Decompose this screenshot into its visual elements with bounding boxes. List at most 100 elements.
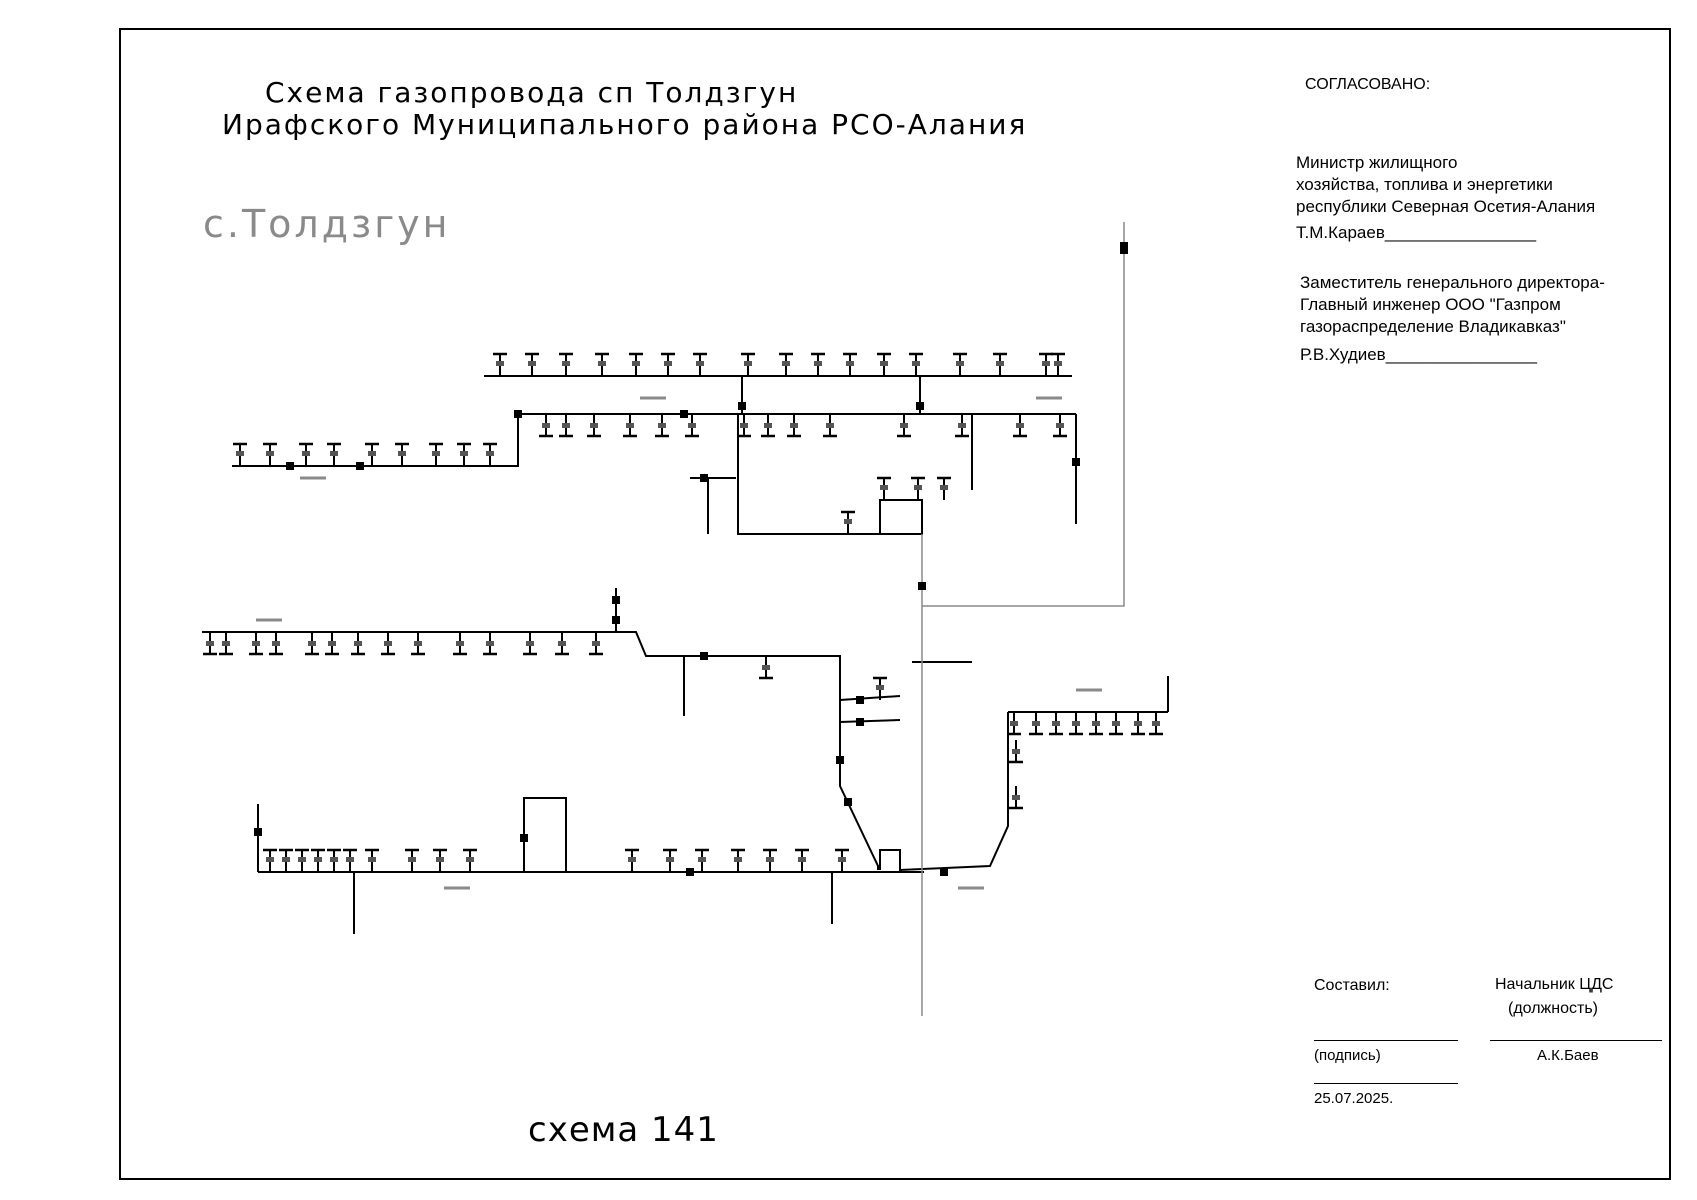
house-connection <box>787 414 801 438</box>
house-connection <box>429 442 443 466</box>
house-connection <box>731 848 745 872</box>
house-connection <box>589 632 603 656</box>
pipe-segment <box>202 631 879 870</box>
house-connection <box>763 848 777 872</box>
minister-block: Министр жилищного хозяйства, топлива и э… <box>1296 152 1595 244</box>
house-connection <box>453 632 467 656</box>
valve <box>612 596 620 604</box>
house-connection <box>655 414 669 438</box>
valve <box>686 868 694 876</box>
deputy-line-3: газораспределение Владикавказ" <box>1300 317 1566 336</box>
house-connection <box>911 476 925 500</box>
house-connection <box>1007 712 1021 736</box>
scheme-number: схема 141 <box>528 1110 719 1150</box>
house-connection <box>625 848 639 872</box>
house-connection <box>873 676 887 700</box>
pipeline-markers <box>203 242 1163 890</box>
head-name-rule <box>1490 1040 1662 1041</box>
head-label: Начальник ЦДС <box>1495 976 1614 993</box>
house-connection <box>823 414 837 438</box>
house-connection <box>433 848 447 872</box>
house-connection <box>587 414 601 438</box>
house-connection <box>685 414 699 438</box>
house-connection <box>955 414 969 438</box>
house-connection <box>483 632 497 656</box>
minister-line-2: хозяйства, топлива и энергетики <box>1296 175 1553 194</box>
valve <box>940 868 948 876</box>
riser-valve <box>1120 242 1128 254</box>
minister-signature: Т.М.Караев________________ <box>1296 223 1537 242</box>
valve <box>856 696 864 704</box>
valve <box>856 718 864 726</box>
house-connection <box>263 848 277 872</box>
house-connection <box>343 848 357 872</box>
house-connection <box>555 632 569 656</box>
house-connection <box>299 442 313 466</box>
house-connection <box>937 476 951 500</box>
date-rule <box>1314 1083 1458 1084</box>
house-connection <box>1069 712 1083 736</box>
house-connection <box>1009 740 1023 764</box>
compiled-date: 25.07.2025. <box>1314 1090 1394 1107</box>
valve <box>918 582 926 590</box>
house-connection <box>1149 712 1163 736</box>
house-connection <box>835 848 849 872</box>
house-connection <box>761 414 775 438</box>
house-connection <box>877 352 891 376</box>
house-connection <box>365 442 379 466</box>
village-label: с.Толдзгун <box>203 202 451 246</box>
house-connection <box>843 352 857 376</box>
head-role: (должность) <box>1508 1000 1598 1017</box>
pipe-segment <box>839 695 901 701</box>
house-connection <box>483 442 497 466</box>
house-connection <box>559 352 573 376</box>
house-connection <box>279 848 293 872</box>
house-connection <box>759 656 773 680</box>
house-connection <box>405 848 419 872</box>
house-connection <box>1053 414 1067 438</box>
pipe-segment <box>737 414 923 535</box>
house-connection <box>779 352 793 376</box>
house-connection <box>693 352 707 376</box>
house-connection <box>953 352 967 376</box>
house-connection <box>841 510 855 534</box>
house-connection <box>325 632 339 656</box>
valve <box>844 798 852 806</box>
valve <box>1072 458 1080 466</box>
pipe-segment <box>839 719 901 723</box>
title-line-2: Ирафского Муниципального района РСО-Алан… <box>222 108 1028 141</box>
house-connection <box>1049 712 1063 736</box>
valve <box>356 462 364 470</box>
house-connection <box>523 632 537 656</box>
house-connection <box>1131 712 1145 736</box>
minister-line-1: Министр жилищного <box>1296 153 1458 172</box>
house-connection <box>1013 414 1027 438</box>
compiled-signature-rule <box>1314 1040 1458 1041</box>
house-connection <box>269 632 283 656</box>
house-connection <box>305 632 319 656</box>
deputy-line-1: Заместитель генерального директора- <box>1300 273 1605 292</box>
house-connection <box>525 352 539 376</box>
title-line-1: Схема газопровода сп Толдзгун <box>265 76 799 109</box>
house-connection <box>411 632 425 656</box>
house-connection <box>741 352 755 376</box>
house-connection <box>295 848 309 872</box>
valve <box>612 616 620 624</box>
house-connection <box>595 352 609 376</box>
house-connection <box>993 352 1007 376</box>
house-connection <box>661 352 675 376</box>
head-name: А.К.Баев <box>1537 1047 1599 1064</box>
drawing-frame <box>119 28 1671 1180</box>
house-connection <box>381 632 395 656</box>
house-connection <box>1029 712 1043 736</box>
compiled-label: Составил: <box>1314 977 1390 994</box>
house-connection <box>1039 352 1053 376</box>
deputy-block: Заместитель генерального директора- Глав… <box>1300 272 1605 366</box>
pipeline-network <box>202 375 1169 934</box>
house-connection <box>623 414 637 438</box>
valve <box>520 834 528 842</box>
house-connection <box>629 352 643 376</box>
house-connection <box>351 632 365 656</box>
valve <box>916 402 924 410</box>
valve <box>254 828 262 836</box>
